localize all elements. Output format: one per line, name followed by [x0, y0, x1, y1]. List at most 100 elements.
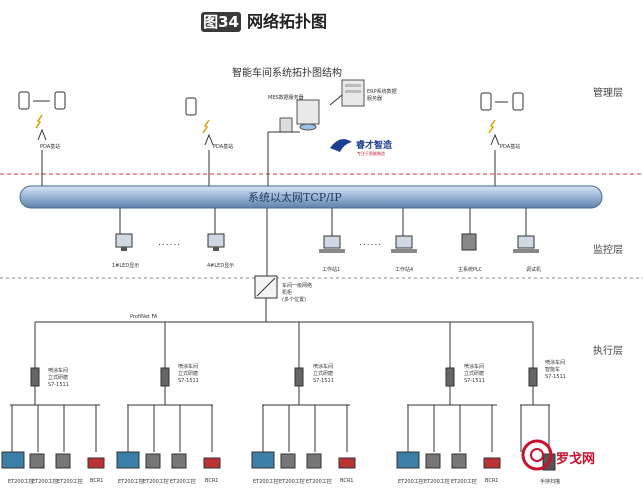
profinet-label: ProfiNet FA: [130, 314, 158, 320]
mes-server-label: MES数据服务器: [268, 95, 304, 101]
screen1-label: 1#LED显示: [112, 263, 140, 269]
reader-icon: [483, 457, 501, 469]
device-label: BCR1: [90, 478, 104, 484]
device-row: [1, 451, 556, 471]
device-label: ET200工控: [32, 479, 58, 485]
device-label: ET200工控: [398, 479, 424, 485]
controller-icon: [445, 367, 455, 387]
computer-icon: [395, 235, 413, 249]
diagram-title: 智能车间系统拓扑图结构: [232, 68, 342, 79]
pda-mid-label: PDA基站: [213, 144, 234, 150]
controller-icon: [528, 367, 538, 387]
group1-title: 喷涂车间 立式研磨 S7-1511: [48, 368, 69, 388]
antenna-icon: [37, 128, 47, 141]
debug-pc: [513, 235, 539, 253]
database-icon: [279, 117, 293, 133]
reader-icon: [338, 457, 356, 469]
io-module-icon: [280, 453, 296, 469]
io-module-icon: [145, 453, 161, 469]
monitor-screen2: [207, 233, 225, 251]
erp-server-group: [329, 79, 365, 107]
computer-icon: [517, 235, 535, 249]
master-plc-label: 主系统PLC: [458, 267, 483, 273]
workstation-1: [319, 235, 345, 253]
group3-title: 喷涂车间 立式研磨 S7-1511: [313, 364, 334, 384]
layer-monitoring-label: 监控层: [593, 245, 623, 256]
device-label: ET200工控: [57, 479, 83, 485]
layer-execution-label: 执行层: [593, 346, 623, 357]
io-module-icon: [29, 453, 45, 469]
workstation1-label: 工作站1: [322, 267, 341, 273]
device-label: 手持扫描: [540, 479, 561, 485]
io-module-icon: [171, 453, 187, 469]
device-label: ET200工控: [306, 479, 332, 485]
antenna-icon: [204, 133, 214, 146]
pda-left-group: [18, 91, 66, 186]
device-label: ET200工控: [279, 479, 305, 485]
watermark-logo-icon: [521, 439, 553, 471]
group5-title: 喷涂车间 智能车 S7-1511: [545, 360, 566, 380]
antenna-icon: [490, 133, 500, 146]
lightning-icon: [35, 114, 43, 129]
erp-server-label: ERP系统数据服务器: [367, 89, 397, 102]
pda-right-group: [480, 92, 524, 186]
ellipsis-right: ......: [359, 238, 383, 248]
workstation4-label: 工作站4: [395, 267, 414, 273]
logo-slogan: 专注于智能制造: [357, 151, 385, 156]
pda-right-label: PDA基站: [500, 144, 521, 150]
device-label: ET200工控: [170, 479, 196, 485]
device-label: ET200工控: [143, 479, 169, 485]
mes-server-group: [267, 99, 320, 186]
device-label: ET200工控: [424, 479, 450, 485]
monitor-screen1: [115, 233, 133, 251]
ellipsis-left: ......: [158, 238, 182, 248]
pda-device-icon: [54, 91, 66, 110]
workstation-4: [391, 235, 417, 253]
controller-icon: [294, 367, 304, 387]
reader-icon: [203, 457, 221, 469]
controller-icon: [30, 367, 40, 387]
figure-badge: 图34: [201, 12, 241, 32]
group2-title: 喷涂车间 立式研磨 S7-1511: [178, 364, 199, 384]
logo-icon: [330, 139, 352, 152]
monitor-icon: [115, 233, 133, 248]
plc-icon: [461, 233, 477, 251]
group4-title: 喷涂车间 立式研磨 S7-1511: [464, 364, 485, 384]
pda-mid-group: [185, 97, 214, 186]
reader-icon: [87, 457, 105, 469]
logo-name: 睿才智造: [356, 141, 393, 151]
hmi-panel-icon: [251, 451, 275, 469]
pda-device-icon: [185, 97, 197, 116]
master-plc: [461, 233, 477, 251]
layer-management-label: 管理层: [593, 88, 623, 99]
device-label: BCR1: [205, 478, 219, 484]
hmi-panel-icon: [396, 451, 420, 469]
device-label: BCR1: [340, 478, 354, 484]
io-module-icon: [55, 453, 71, 469]
switch-label: 车间一级网络 机柜 (多个位置): [282, 283, 313, 303]
figure-title: 网络拓扑图: [247, 12, 328, 31]
device-label: BCR1: [485, 478, 499, 484]
hmi-panel-icon: [1, 451, 25, 469]
controller-icon: [160, 367, 170, 387]
device-label: ET200工控: [451, 479, 477, 485]
device-label: ET200工控: [253, 479, 279, 485]
ethernet-bus: [19, 185, 603, 209]
watermark-text: 罗戈网: [556, 452, 596, 467]
pda-left-label: PDA基站: [40, 144, 61, 150]
device-label: ET200工控: [118, 479, 144, 485]
hmi-panel-icon: [116, 451, 140, 469]
lightning-icon: [202, 119, 210, 134]
screen2-label: 4#LED显示: [207, 263, 235, 269]
monitor-icon: [207, 233, 225, 248]
pda-device-icon: [18, 91, 30, 110]
io-module-icon: [306, 453, 322, 469]
pda-device-icon: [512, 92, 524, 111]
io-module-icon: [425, 453, 441, 469]
io-module-icon: [451, 453, 467, 469]
mes-server-icon: [296, 99, 320, 125]
lightning-icon: [488, 119, 496, 134]
pda-device-icon: [480, 92, 492, 111]
ethernet-bus-label: 系统以太网TCP/IP: [248, 191, 342, 204]
